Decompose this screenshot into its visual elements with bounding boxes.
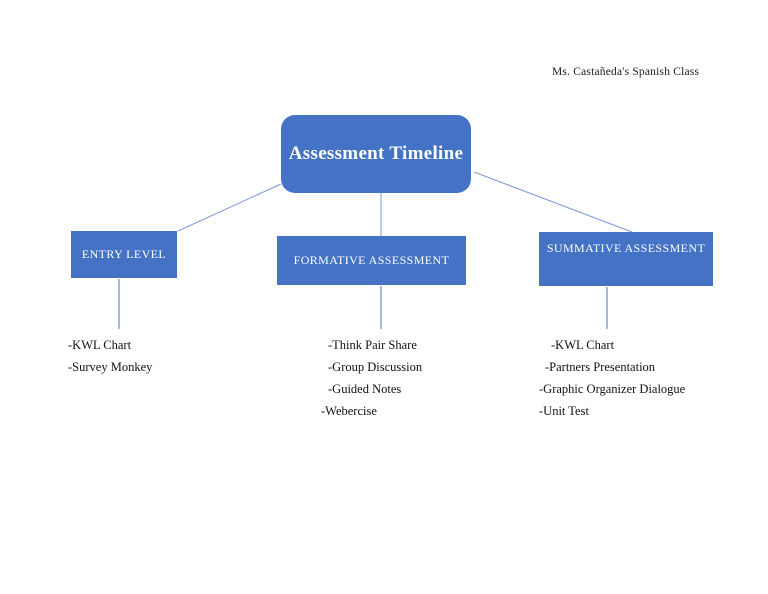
node-root-label: Assessment Timeline (288, 143, 464, 164)
node-entry-level-label: ENTRY LEVEL (81, 247, 167, 261)
item-list-entry-level: -KWL Chart -Survey Monkey (68, 334, 152, 378)
node-entry-level[interactable]: ENTRY LEVEL (71, 231, 177, 278)
header-note: Ms. Castañeda's Spanish Class (552, 66, 700, 78)
node-summative-assessment-label: SUMMATIVE ASSESSMENT (546, 241, 706, 255)
list-item: -Survey Monkey (68, 360, 153, 374)
node-formative-assessment[interactable]: FORMATIVE ASSESSMENT (277, 236, 466, 285)
list-item: -Graphic Organizer Dialogue (539, 382, 686, 396)
list-item: -KWL Chart (551, 338, 615, 352)
list-item: -Guided Notes (328, 382, 402, 396)
list-item: -Unit Test (539, 404, 589, 418)
list-item: -Partners Presentation (545, 360, 656, 374)
list-item: -Think Pair Share (328, 338, 417, 352)
item-list-summative-assessment: -KWL Chart -Partners Presentation -Graph… (539, 334, 685, 422)
list-item: -Webercise (321, 404, 377, 418)
node-formative-assessment-label: FORMATIVE ASSESSMENT (293, 253, 450, 267)
node-summative-assessment[interactable]: SUMMATIVE ASSESSMENT (539, 232, 713, 286)
node-root[interactable]: Assessment Timeline (281, 115, 471, 193)
list-item: -KWL Chart (68, 338, 132, 352)
item-list-formative-assessment: -Think Pair Share -Group Discussion -Gui… (321, 334, 422, 422)
connector-root-to-summative (473, 171, 633, 233)
connector-root-to-entry (177, 183, 282, 232)
list-item: -Group Discussion (328, 360, 423, 374)
